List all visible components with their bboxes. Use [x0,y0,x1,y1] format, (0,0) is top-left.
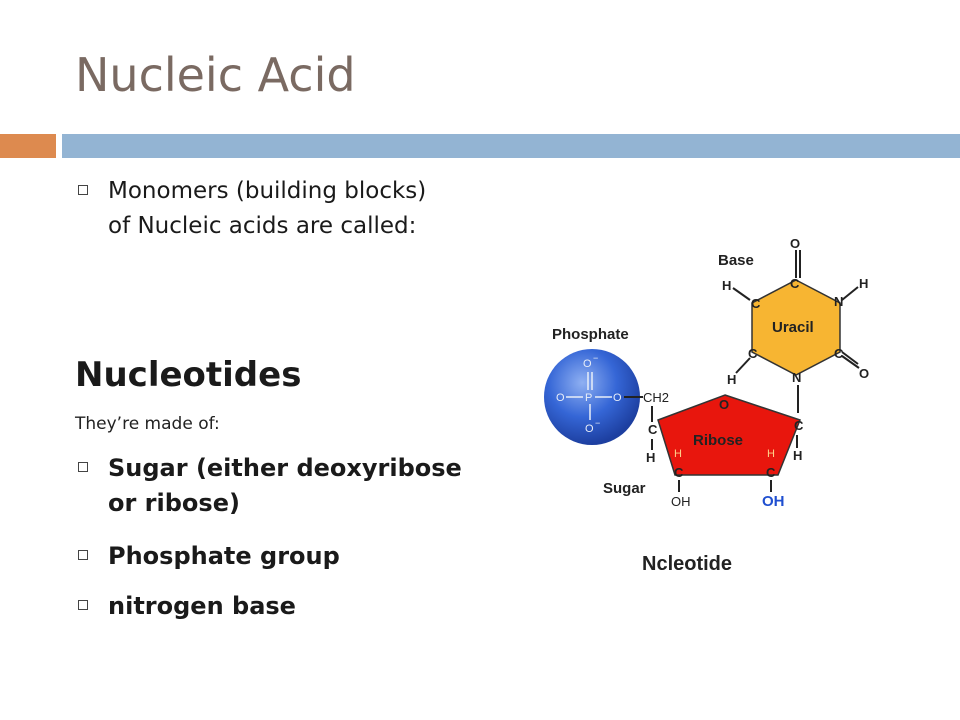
ribose-label: Ribose [693,432,743,449]
svg-text:H: H [727,372,736,387]
made-of-label: They’re made of: [75,414,220,434]
base-label: Base [718,252,754,269]
svg-text:C: C [766,465,776,480]
uracil-ring [751,279,841,376]
svg-text:O: O [583,358,592,370]
svg-text:O: O [585,423,594,435]
svg-text:H: H [767,448,775,460]
bullet-square-icon [78,462,88,472]
phosphate-label: Phosphate [552,326,629,343]
title-accent-bar [0,134,56,158]
uracil-label: Uracil [772,319,814,336]
sugar-label: Sugar [603,480,646,497]
svg-text:C: C [674,465,684,480]
svg-text:C: C [648,422,658,437]
svg-text:H: H [859,276,868,291]
svg-text:O: O [790,236,800,251]
intro-text: Monomers (building blocks) of Nucleic ac… [108,178,427,239]
svg-text:O: O [613,392,622,404]
ch2-label: CH2 [643,390,669,405]
svg-text:H: H [646,450,655,465]
svg-text:C: C [834,346,844,361]
ribose-ring [657,394,801,476]
svg-text:O: O [556,392,565,404]
svg-text:−: − [595,418,600,428]
component-item-nitrogen-base: nitrogen base [108,592,296,620]
title-divider-bar [62,134,960,158]
phosphate-sphere [544,349,640,445]
svg-text:H: H [674,448,682,460]
svg-text:C: C [751,296,761,311]
hydroxyl-label-black: OH [671,494,691,509]
component-item-sugar: Sugar (either deoxyribose or ribose) [108,454,462,517]
svg-text:N: N [834,294,843,309]
svg-text:N: N [792,370,801,385]
svg-text:C: C [790,276,800,291]
slide-title: Nucleic Acid [75,48,356,102]
bullet-square-icon [78,185,88,195]
bullet-square-icon [78,550,88,560]
svg-text:O: O [859,366,869,381]
svg-text:H: H [722,278,731,293]
diagram-caption: Ncleotide [642,553,732,575]
svg-text:−: − [593,353,598,363]
svg-text:C: C [748,346,758,361]
svg-text:C: C [794,418,804,433]
component-item-phosphate: Phosphate group [108,542,340,570]
bullet-square-icon [78,600,88,610]
svg-text:H: H [793,448,802,463]
svg-text:P: P [585,392,592,404]
nucleotides-heading: Nucleotides [75,355,302,395]
svg-text:O: O [719,397,729,412]
hydroxyl-label-blue: OH [762,493,785,510]
